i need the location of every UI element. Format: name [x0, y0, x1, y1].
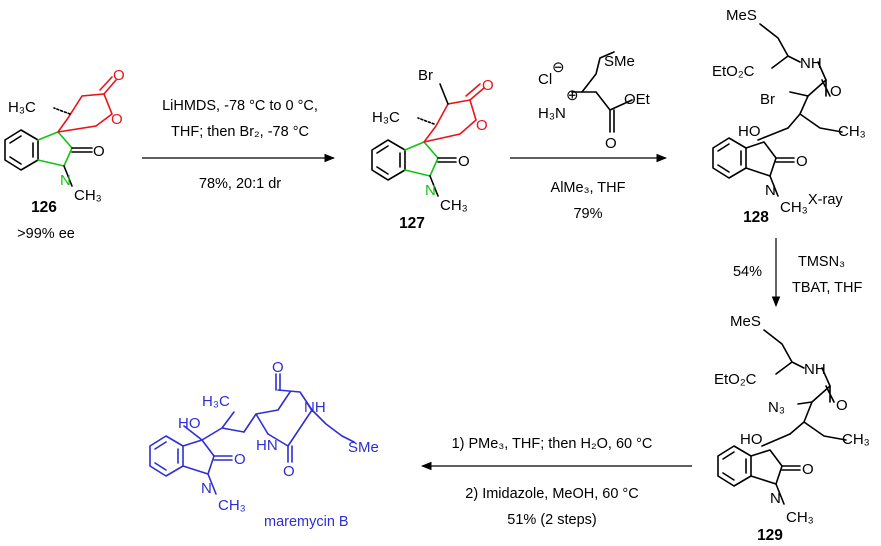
product-name: maremycin B: [264, 514, 349, 530]
h3c-label: H₃C: [372, 109, 400, 126]
compound-number-128: 128: [743, 209, 769, 226]
amide-nh: NH: [804, 361, 826, 378]
diketopiperazine-nh: NH: [304, 399, 326, 416]
n-methyl: CH₃: [440, 197, 468, 214]
compound-127-structure: [371, 83, 485, 197]
nitrogen: N: [201, 480, 212, 497]
diketopiperazine-bottom-oxygen: O: [283, 463, 295, 480]
nitrogen: N: [425, 182, 436, 199]
n-methyl: CH₃: [786, 509, 814, 526]
ammonium-group: H₃N: [538, 105, 566, 122]
compound-128-structure: [712, 23, 843, 197]
amide-nh: NH: [800, 55, 822, 72]
lactam-carbonyl-oxygen: O: [458, 153, 470, 170]
maremycin-b-structure: [149, 373, 355, 495]
ring-oxygen: O: [111, 111, 123, 128]
bromine: Br: [760, 91, 775, 108]
step3-reagent: TMSN₃: [798, 254, 845, 270]
hydroxyl: HO: [740, 431, 763, 448]
ethyl-ester: EtO₂C: [714, 371, 757, 388]
lactam-carbonyl-oxygen: O: [802, 461, 814, 478]
thiomethyl-group: SMe: [348, 439, 379, 456]
compound-number-126: 126: [31, 199, 57, 216]
chloride: Cl: [538, 71, 552, 88]
ester-carbonyl-oxygen: O: [605, 135, 617, 152]
compound-126-structure: [4, 76, 117, 187]
compound-129-structure: [717, 329, 847, 505]
cysteine-ester-reagent: [571, 51, 633, 133]
ethyl-ester: EtO₂C: [712, 63, 755, 80]
ammonium-charge: ⊕: [566, 87, 579, 104]
step4-yield: 51% (2 steps): [507, 512, 596, 528]
lactone-carbonyl-oxygen: O: [482, 77, 494, 94]
amide-oxygen: O: [836, 397, 848, 414]
lactam-carbonyl-oxygen: O: [796, 153, 808, 170]
enantiomeric-excess: >99% ee: [17, 226, 75, 242]
lactam-carbonyl-oxygen: O: [93, 143, 105, 160]
lactone-carbonyl-oxygen: O: [113, 67, 125, 84]
thiomethyl-group: SMe: [604, 53, 635, 70]
step1-conditions-line1: LiHMDS, -78 °C to 0 °C,: [162, 98, 318, 114]
step4-conditions-line1: 1) PMe₃, THF; then H₂O, 60 °C: [452, 436, 653, 452]
step2-yield: 79%: [573, 206, 602, 222]
bromine: Br: [418, 67, 433, 84]
diketopiperazine-hn: HN: [256, 437, 278, 454]
hydroxyl: HO: [178, 415, 201, 432]
step1-conditions-line2: THF; then Br₂, -78 °C: [171, 124, 309, 140]
side-methyl: CH₃: [842, 431, 870, 448]
lactam-carbonyl-oxygen: O: [234, 451, 246, 468]
nitrogen: N: [60, 172, 71, 189]
hydroxyl: HO: [738, 123, 761, 140]
step2-conditions: AlMe₃, THF: [551, 180, 626, 196]
ethoxy-group: OEt: [624, 91, 651, 108]
nitrogen: N: [765, 182, 776, 199]
n-methyl: CH₃: [74, 187, 102, 204]
amide-oxygen: O: [830, 83, 842, 100]
step3-conditions: TBAT, THF: [792, 280, 862, 296]
thiomethyl-group: MeS: [726, 7, 757, 24]
thiomethyl-group: MeS: [730, 313, 761, 330]
ring-oxygen: O: [476, 117, 488, 134]
chloride-charge: ⊖: [552, 59, 565, 76]
h3c-label: H₃C: [202, 393, 230, 410]
step3-yield: 54%: [733, 264, 762, 280]
compound-number-129: 129: [757, 527, 783, 544]
xray-note: X-ray: [808, 192, 843, 208]
step1-yield: 78%, 20:1 dr: [199, 176, 281, 192]
azide: N₃: [768, 399, 785, 416]
compound-number-127: 127: [399, 215, 425, 232]
step4-conditions-line2: 2) Imidazole, MeOH, 60 °C: [465, 486, 638, 502]
h3c-label: H₃C: [8, 99, 36, 116]
side-methyl: CH₃: [838, 123, 866, 140]
diketopiperazine-top-oxygen: O: [272, 359, 284, 376]
n-methyl: CH₃: [218, 497, 246, 514]
n-methyl: CH₃: [780, 199, 808, 216]
nitrogen: N: [770, 490, 781, 507]
